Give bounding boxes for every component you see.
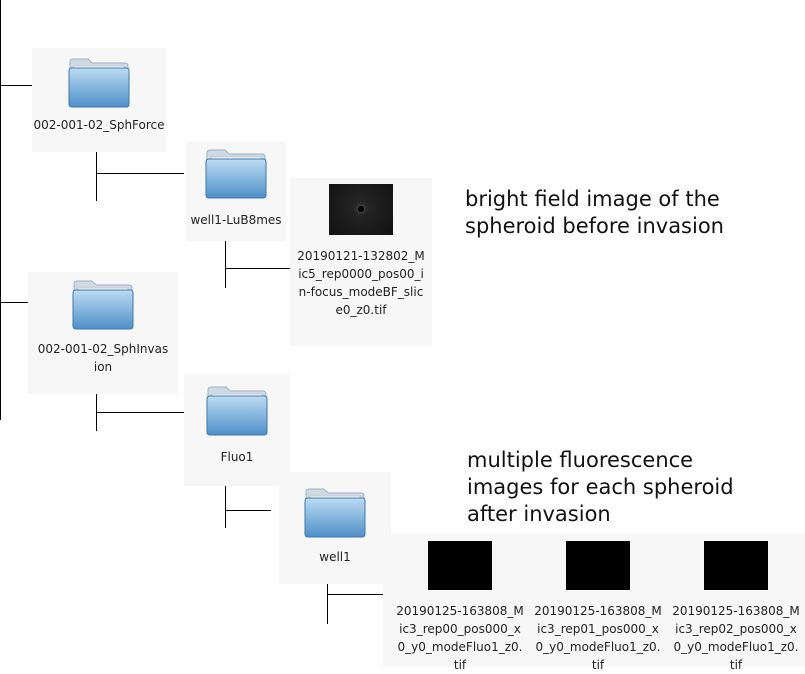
fluo-files-panel: 20190125-163808_Mic3_rep00_pos000_x0_y0_… (383, 533, 805, 672)
well-lub8mes-vertical-line (225, 240, 226, 288)
fluorescence-thumbnail (704, 541, 768, 590)
bright-field-annotation: bright field image of the spheroid befor… (465, 186, 724, 240)
fluorescence-thumbnail (428, 541, 492, 590)
connector-fluo1 (96, 412, 184, 413)
connector-sphforce (0, 85, 48, 86)
file-fluo-rep00[interactable]: 20190125-163808_Mic3_rep00_pos000_x0_y0_… (395, 541, 525, 674)
connector-well1 (225, 510, 271, 511)
file-fluo-rep02[interactable]: 20190125-163808_Mic3_rep02_pos000_x0_y0_… (671, 541, 801, 674)
annotation-line: images for each spheroid (467, 475, 734, 499)
file-fluo-rep01[interactable]: 20190125-163808_Mic3_rep01_pos000_x0_y0_… (533, 541, 663, 674)
folder-sphforce[interactable]: 002-001-02_SphForce (32, 48, 166, 152)
file-label: 20190125-163808_Mic3_rep01_pos000_x0_y0_… (534, 604, 662, 672)
file-label: 20190125-163808_Mic3_rep02_pos000_x0_y0_… (672, 604, 800, 672)
fluorescence-thumbnail (566, 541, 630, 590)
connector-sphinvasion (0, 302, 48, 303)
folder-icon (205, 147, 267, 199)
folder-icon (72, 278, 134, 330)
folder-fluo1[interactable]: Fluo1 (184, 374, 290, 486)
well1-vertical-line (327, 574, 328, 624)
folder-label: 002-001-02_SphForce (33, 118, 165, 132)
annotation-line: multiple fluorescence (467, 448, 694, 472)
file-bf-image[interactable]: 20190121-132802_Mic5_rep0000_pos00_in-fo… (290, 178, 432, 346)
folder-label: well1-LuB8mes (190, 213, 282, 227)
folder-icon (206, 384, 268, 436)
sphforce-vertical-line (96, 135, 97, 201)
connector-bf-file (225, 268, 311, 269)
folder-icon (68, 56, 130, 108)
root-vertical-line (0, 0, 1, 420)
annotation-line: after invasion (467, 502, 611, 526)
folder-well-lub8mes[interactable]: well1-LuB8mes (186, 141, 286, 241)
annotation-line: spheroid before invasion (465, 214, 724, 238)
sphinvasion-vertical-line (96, 383, 97, 431)
file-label: 20190125-163808_Mic3_rep00_pos000_x0_y0_… (396, 604, 524, 672)
file-label: 20190121-132802_Mic5_rep0000_pos00_in-fo… (297, 249, 425, 317)
folder-label: 002-001-02_SphInvasion (37, 342, 169, 374)
folder-well1[interactable]: well1 (279, 472, 391, 584)
bright-field-thumbnail (329, 184, 393, 235)
folder-sphinvasion[interactable]: 002-001-02_SphInvasion (28, 272, 178, 394)
annotation-line: bright field image of the (465, 187, 720, 211)
connector-fluo-files (327, 594, 383, 595)
fluorescence-annotation: multiple fluorescence images for each sp… (467, 447, 734, 528)
folder-label: Fluo1 (220, 450, 254, 464)
folder-icon (304, 486, 366, 538)
connector-well-lub8mes (96, 173, 184, 174)
fluo1-vertical-line (225, 480, 226, 528)
folder-label: well1 (319, 550, 351, 564)
